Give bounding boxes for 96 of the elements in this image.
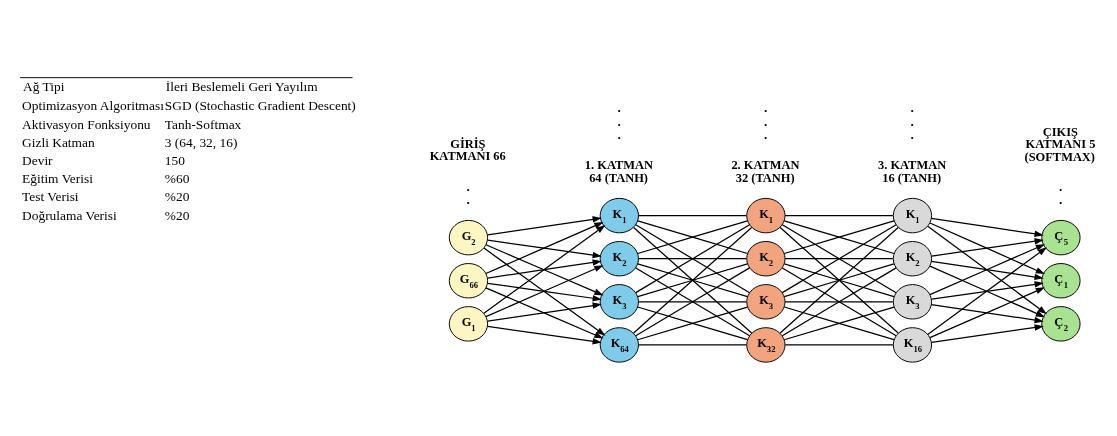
label: Optimizasyon Algoritması [22, 98, 164, 114]
connector [779, 226, 899, 334]
arrow [929, 265, 1045, 318]
arrow [483, 224, 606, 314]
connector [637, 258, 747, 260]
label: Test Verisi [22, 189, 79, 205]
label: Doğrulama Verisi [22, 207, 117, 223]
connector [784, 215, 894, 217]
label: 150 [164, 153, 185, 169]
arrow [927, 247, 1047, 336]
connector [637, 215, 747, 217]
node-circle: Ç$_{5}$ [1041, 219, 1081, 256]
connector [637, 263, 749, 298]
label: Devir [22, 153, 53, 169]
node-circle: K$_{1}$ [746, 197, 786, 234]
node-circle: K$_{16}$ [892, 327, 933, 363]
label: SGD (Stochastic Gradient Descent) [164, 98, 356, 114]
arrow [487, 325, 602, 345]
node-circle: K$_{3}$ [892, 284, 933, 320]
label: %60 [164, 171, 190, 187]
connector [637, 306, 749, 341]
node-circle: G$_{66}$ [448, 263, 489, 299]
connector [637, 301, 747, 303]
arrow [931, 281, 1044, 300]
node-circle: K$_{1}$ [599, 197, 639, 234]
arrow [930, 260, 1044, 281]
connector [637, 344, 747, 346]
connector [633, 226, 753, 334]
label: Tanh-Softmax [164, 116, 242, 132]
arrow [487, 216, 602, 236]
connector [783, 306, 895, 341]
arrow [487, 259, 602, 279]
label: 3. KATMAN 16 (TANH) [877, 158, 947, 185]
node-circle: Ç$_{1}$ [1041, 263, 1081, 299]
connector [781, 267, 897, 337]
label: . [1059, 178, 1063, 194]
label: GİRİŞ KATMANI 66 [429, 136, 506, 164]
label: . [910, 113, 914, 129]
label: 1. KATMAN 64 (TANH) [584, 158, 654, 185]
arrow [927, 225, 1047, 315]
node-ellipse: K$_{2}$ [746, 241, 786, 277]
arrow [485, 244, 604, 296]
label: Ağ Tipi [23, 79, 65, 95]
arrow [931, 238, 1044, 257]
node-circle: K$_{2}$ [892, 241, 933, 277]
label: 3 (64, 32, 16) [164, 134, 238, 150]
label: İleri Beslemeli Geri Yayılım [165, 79, 318, 95]
connector [784, 344, 894, 346]
label: ÇIKIŞ KATMANI 5 (SOFTMAX) [1024, 125, 1096, 164]
connector [635, 224, 751, 294]
label: 2. KATMAN 32 (TANH) [731, 158, 800, 185]
label: . [910, 100, 914, 116]
connector [783, 263, 895, 298]
arrow [930, 217, 1044, 237]
label: . [617, 100, 621, 116]
node-circle: G$_{2}$ [448, 219, 489, 256]
node-ellipse: K$_{3}$ [746, 284, 786, 320]
connector [784, 258, 894, 260]
label: %20 [164, 189, 190, 205]
node-circle: Ç$_{2}$ [1041, 306, 1081, 342]
node-circle: G$_{1}$ [448, 306, 489, 342]
arrow [930, 303, 1044, 324]
node-circle: K$_{1}$ [892, 197, 933, 234]
arrow [485, 222, 604, 275]
arrow [485, 265, 604, 318]
arrow [483, 247, 606, 336]
connector [637, 220, 749, 255]
label: . [617, 127, 621, 143]
label: . [763, 113, 768, 129]
arrow [929, 287, 1045, 339]
arrow [487, 282, 602, 302]
connector [635, 267, 751, 337]
label: . [1059, 192, 1063, 208]
label: . [466, 192, 470, 208]
node-ellipse: K$_{3}$ [599, 284, 639, 320]
label: . [617, 113, 621, 129]
label: %20 [164, 207, 190, 223]
connector [783, 220, 895, 255]
connector [784, 301, 894, 303]
arrow [487, 239, 602, 259]
node-ellipse: K$_{2}$ [599, 241, 639, 277]
label: Gizli Katman [22, 134, 95, 150]
label: Eğitim Verisi [22, 171, 93, 187]
label: . [763, 127, 768, 143]
node-circle: K$_{32}$ [746, 327, 786, 363]
arrow [485, 287, 604, 339]
label: . [763, 100, 768, 116]
label: . [910, 127, 914, 143]
connector [781, 224, 897, 294]
arrow [929, 244, 1045, 296]
label: Aktivasyon Fonksiyonu [22, 116, 151, 132]
label: . [466, 178, 470, 194]
arrow [931, 324, 1044, 343]
arrow [929, 222, 1045, 275]
node-circle: K$_{64}$ [599, 327, 639, 363]
arrow [487, 302, 602, 322]
